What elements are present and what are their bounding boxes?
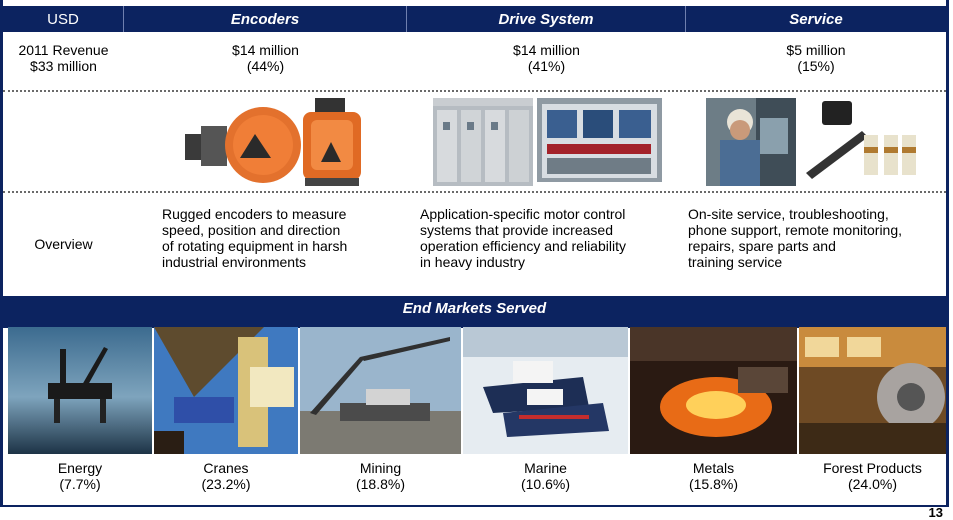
- header-encoders: Encoders: [124, 6, 407, 32]
- revenue-drive: $14 million (41%): [407, 42, 686, 74]
- market-label-marine: Marine (10.6%): [463, 460, 628, 492]
- revenue-service-amount: $5 million: [786, 42, 846, 58]
- overview-label: Overview: [34, 236, 93, 252]
- revenue-drive-amount: $14 million: [513, 42, 580, 58]
- right-border: [946, 0, 949, 507]
- market-share: (7.7%): [59, 476, 101, 492]
- market-share: (23.2%): [201, 476, 251, 492]
- overview-encoders-line: industrial environments: [162, 254, 306, 270]
- revenue-service-pct: (15%): [797, 58, 835, 74]
- overview-drive-line: systems that provide increased: [420, 222, 613, 238]
- market-name: Mining: [359, 460, 402, 476]
- market-share: (24.0%): [847, 476, 898, 492]
- overview-drive-line: in heavy industry: [420, 254, 526, 270]
- market-label-energy: Energy (7.7%): [8, 460, 152, 492]
- overview-service-line: phone support, remote monitoring,: [688, 222, 903, 238]
- market-label-metals: Metals (15.8%): [630, 460, 797, 492]
- divider: [3, 90, 946, 92]
- header-service: Service: [789, 10, 843, 28]
- revenue-label: 2011 Revenue $33 million: [3, 42, 124, 74]
- revenue-row: 2011 Revenue $33 million $14 million (44…: [3, 42, 946, 74]
- revenue-encoders: $14 million (44%): [124, 42, 407, 74]
- overview-encoders-line: speed, position and direction: [162, 222, 341, 238]
- overview-encoders-line: of rotating equipment in harsh: [162, 238, 348, 254]
- revenue-label-line1: 2011 Revenue: [18, 42, 109, 58]
- market-name: Forest Products: [823, 460, 922, 476]
- overview-service: On-site service, troubleshooting, phone …: [686, 206, 946, 270]
- overview-drive: Application-specific motor control syste…: [407, 206, 686, 270]
- footer-rule: [0, 505, 949, 507]
- overview-encoders: Rugged encoders to measure speed, positi…: [124, 206, 407, 270]
- overview-encoders-line: Rugged encoders to measure: [162, 206, 347, 222]
- table-header: USD Encoders Drive System Service: [3, 6, 946, 32]
- market-name: Cranes: [203, 460, 249, 476]
- header-drive-system: Drive System: [407, 6, 686, 32]
- left-border: [0, 0, 3, 507]
- revenue-encoders-pct: (44%): [246, 58, 285, 74]
- overview-service-line: training service: [688, 254, 783, 270]
- market-share: (15.8%): [688, 476, 739, 492]
- market-name: Energy: [57, 460, 103, 476]
- market-share: (18.8%): [355, 476, 406, 492]
- end-markets-header: End Markets Served: [3, 296, 946, 320]
- revenue-service: $5 million (15%): [686, 42, 946, 74]
- market-label-mining: Mining (18.8%): [300, 460, 461, 492]
- overview-drive-line: Application-specific motor control: [420, 206, 626, 222]
- revenue-encoders-amount: $14 million: [232, 42, 299, 58]
- page-number: 13: [928, 505, 943, 520]
- overview-service-line: On-site service, troubleshooting,: [688, 206, 889, 222]
- divider: [3, 191, 946, 193]
- overview-service-line: repairs, spare parts and: [688, 238, 836, 254]
- market-share: (10.6%): [520, 476, 571, 492]
- header-usd: USD: [3, 6, 124, 32]
- overview-row: Overview Rugged encoders to measure spee…: [3, 206, 946, 270]
- market-label-cranes: Cranes (23.2%): [154, 460, 298, 492]
- end-markets-strip: [3, 320, 946, 328]
- market-name: Metals: [692, 460, 735, 476]
- market-label-forest-products: Forest Products (24.0%): [799, 460, 946, 492]
- overview-drive-line: operation efficiency and reliability: [420, 238, 626, 254]
- revenue-label-line2: $33 million: [30, 58, 97, 74]
- market-name: Marine: [524, 460, 567, 476]
- revenue-drive-pct: (41%): [527, 58, 566, 74]
